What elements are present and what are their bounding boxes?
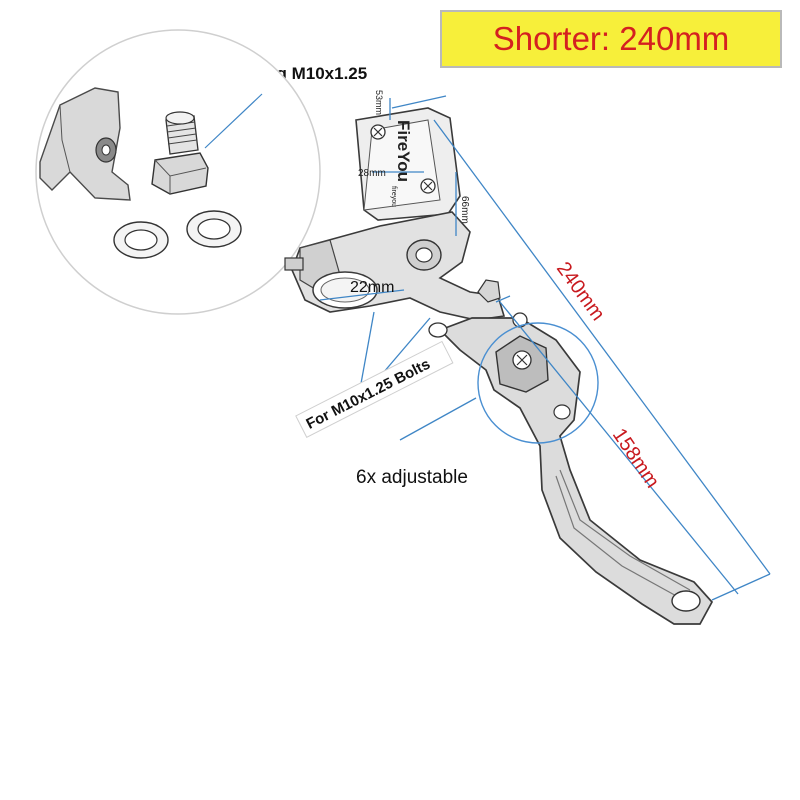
banjo-detail-inset [35, 29, 321, 315]
banjo-bolt-icon [151, 111, 209, 195]
dimension-53-label: 53mm [374, 90, 384, 115]
banjo-pointer [204, 93, 263, 149]
adjuster-highlight [477, 322, 599, 444]
dimension-22-label: 22mm [350, 279, 394, 296]
dimension-line-22 [319, 289, 405, 301]
dimension-line-240 [433, 119, 771, 575]
cylinder-fragment [39, 87, 131, 201]
bolts-label: For M10x1.25 Bolts [303, 356, 433, 433]
adjustable-label: 6x adjustable [356, 467, 468, 488]
dimension-28-label: 28mm [358, 168, 386, 179]
length-badge: Shorter: 240mm [440, 10, 782, 68]
brake-lever [428, 312, 714, 625]
dimension-66-label: 66mm [459, 196, 470, 224]
adjustable-pointer [399, 397, 477, 441]
copper-washer-icon [186, 210, 242, 248]
brand-logo-small: fireyou [390, 186, 397, 207]
master-cylinder: FireYou fireyou [284, 107, 506, 321]
dimension-158-label: 158mm [608, 424, 664, 492]
length-badge-text: Shorter: 240mm [492, 20, 730, 57]
brand-logo: FireYou [394, 120, 413, 182]
dimension-line-158 [499, 301, 739, 595]
copper-washer-icon [113, 221, 169, 259]
bolts-label-box: For M10x1.25 Bolts [295, 340, 454, 439]
